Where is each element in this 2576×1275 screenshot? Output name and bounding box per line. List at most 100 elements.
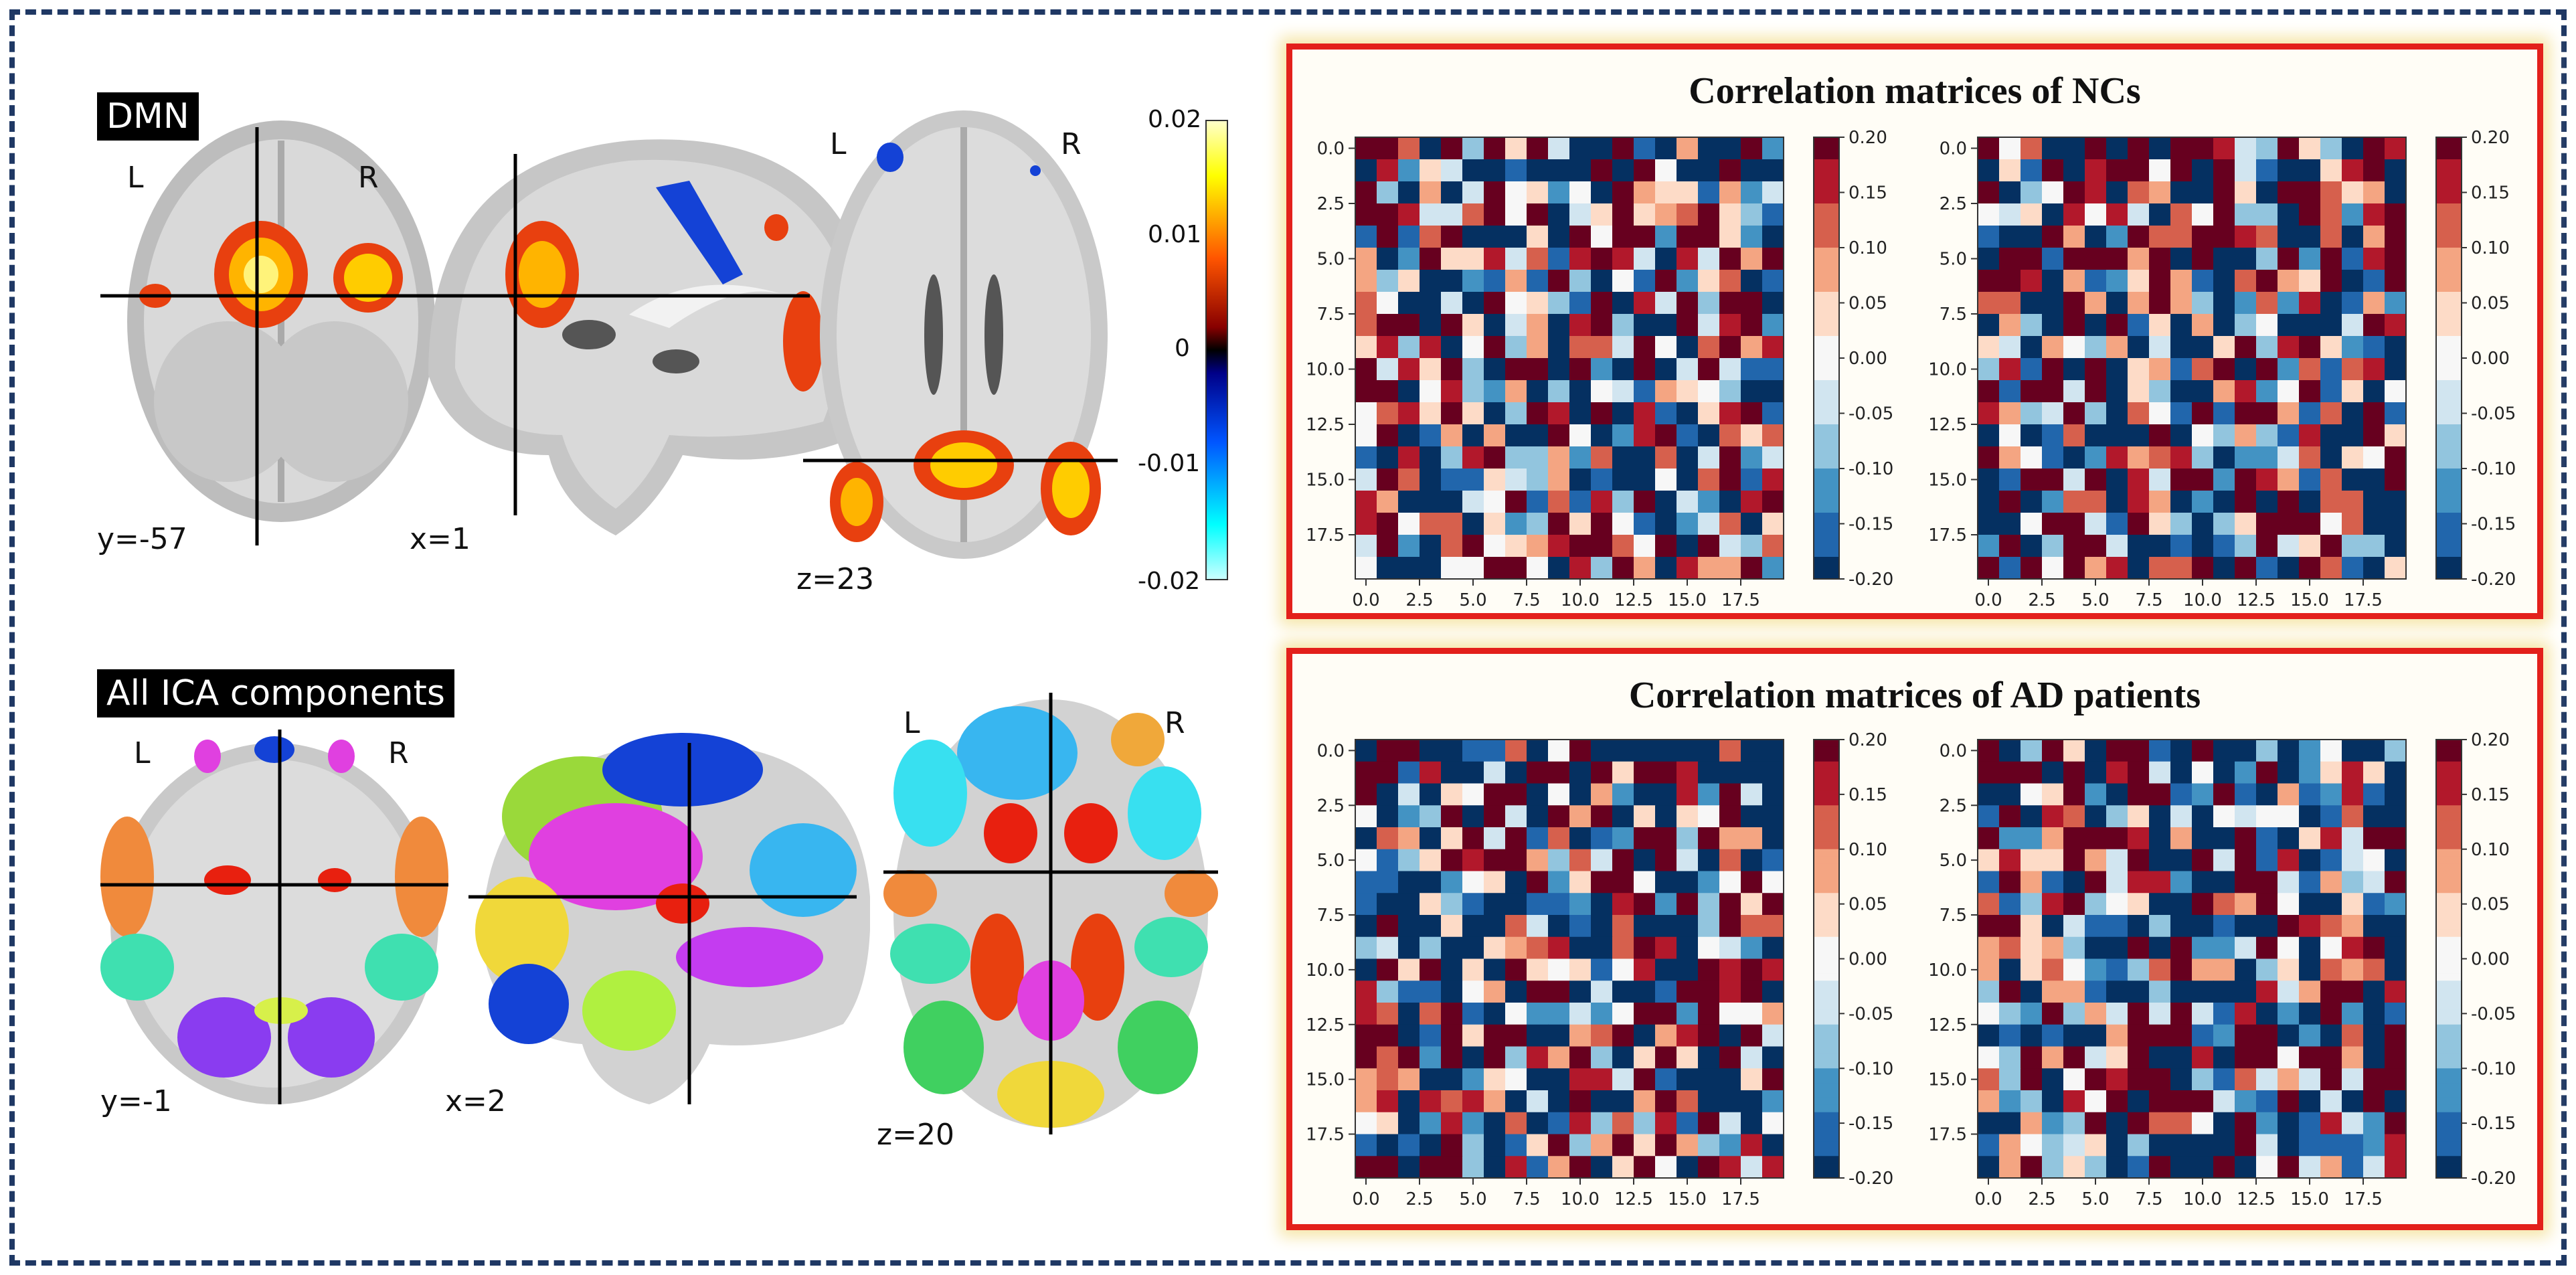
heatmap-cell: [1634, 1156, 1656, 1179]
heatmap-cell: [2213, 783, 2235, 806]
heatmap-cell: [1719, 402, 1741, 425]
heatmap-cell: [2256, 336, 2278, 359]
colorbar-step: [2436, 871, 2462, 879]
colorbar-step: [1814, 1104, 1839, 1113]
heatmap-cell: [2021, 402, 2043, 425]
heatmap-cell: [2192, 740, 2214, 762]
colorbar-step: [1814, 834, 1839, 843]
heatmap-cell: [1591, 981, 1613, 1003]
heatmap-cell: [1527, 424, 1549, 447]
heatmap-cell: [2363, 137, 2385, 160]
heatmap-cell: [2042, 137, 2064, 160]
dmn-axial-slice: [803, 110, 1118, 559]
heatmap-cell: [2235, 159, 2257, 182]
heatmap-cell: [1741, 336, 1763, 359]
colorbar-step: [2436, 557, 2462, 565]
colorbar-step: [2436, 424, 2462, 432]
heatmap-cell: [2170, 557, 2193, 580]
heatmap-cell: [2021, 1024, 2043, 1047]
heatmap-cell: [1719, 915, 1741, 938]
colorbar-step: [2436, 351, 2462, 359]
heatmap-cell: [2278, 248, 2300, 270]
heatmap-cell: [1634, 761, 1656, 784]
heatmap-cell: [1634, 402, 1656, 425]
colorbar-tick-label: 0.05: [1849, 895, 1887, 915]
heatmap-cell: [1484, 1112, 1506, 1135]
colorbar-step: [2436, 966, 2462, 974]
colorbar-step: [1814, 885, 1839, 894]
colorbar-step: [1814, 1031, 1839, 1040]
heatmap-cell: [2256, 424, 2278, 447]
heatmap-cell: [2256, 358, 2278, 381]
heatmap-cell: [2170, 491, 2193, 513]
heatmap-cell: [2128, 849, 2150, 872]
heatmap-cell: [2342, 915, 2364, 938]
heatmap-cell: [1377, 491, 1399, 513]
x-tick-label: 2.5: [2028, 590, 2055, 610]
heatmap-cell: [1612, 446, 1634, 469]
heatmap-cell: [1612, 1024, 1634, 1047]
heatmap-cell: [1377, 203, 1399, 226]
heatmap-cell: [2149, 1134, 2171, 1157]
x-tick-label: 10.0: [2183, 1189, 2222, 1209]
heatmap-cell: [2021, 203, 2043, 226]
heatmap-cell: [1591, 1112, 1613, 1135]
colorbar-step: [2436, 284, 2462, 292]
colorbar-step: [2436, 410, 2462, 418]
heatmap-cell: [2170, 1090, 2193, 1113]
heatmap-cell: [1978, 402, 2000, 425]
heatmap-cell: [1398, 380, 1420, 403]
heatmap-cell: [1377, 1156, 1399, 1179]
colorbar-step: [1814, 783, 1839, 792]
heatmap-cell: [2042, 1046, 2064, 1069]
heatmap-cell: [2063, 1003, 2085, 1025]
heatmap-cell: [1655, 446, 1677, 469]
heatmap-cell: [2385, 491, 2407, 513]
heatmap-cell: [2128, 958, 2150, 981]
heatmap-cell: [2063, 871, 2085, 894]
heatmap-cell: [1978, 805, 2000, 828]
heatmap-cell: [2342, 805, 2364, 828]
colorbar-step: [1814, 365, 1839, 373]
heatmap-cell: [2085, 270, 2107, 292]
colorbar-tick-label: -0.20: [1849, 1169, 1893, 1189]
colorbar-step: [1814, 307, 1839, 315]
heatmap-cell: [1999, 513, 2021, 535]
colorbar-tick-label: -0.05: [2471, 1004, 2516, 1024]
heatmap-cell: [1612, 1090, 1634, 1113]
heatmap-cell: [2042, 203, 2064, 226]
heatmap-cell: [2299, 557, 2321, 580]
heatmap-cell: [1355, 761, 1377, 784]
colorbar-step: [1814, 805, 1839, 813]
heatmap-cell: [1462, 1024, 1484, 1047]
heatmap-cell: [1377, 981, 1399, 1003]
heatmap-cell: [1462, 958, 1484, 981]
heatmap-cell: [1398, 915, 1420, 938]
heatmap-cell: [2170, 1068, 2193, 1091]
heatmap-cell: [2170, 513, 2193, 535]
heatmap-cell: [1420, 1156, 1442, 1179]
heatmap-cell: [2149, 1090, 2171, 1113]
heatmap-cell: [1698, 936, 1720, 960]
heatmap-cell: [2085, 783, 2107, 806]
colorbar-tick-label: 0.00: [2471, 349, 2510, 369]
heatmap-cell: [2085, 1068, 2107, 1091]
heatmap-cell: [1655, 1068, 1677, 1091]
heatmap-border: [1355, 739, 1784, 1179]
heatmap-cell: [1441, 783, 1463, 806]
colorbar-tick-label: -0.10: [2471, 1059, 2516, 1079]
heatmap-cell: [1484, 402, 1506, 425]
colorbar-step: [2436, 211, 2462, 219]
heatmap-cell: [1505, 292, 1527, 315]
heatmap-cell: [2235, 469, 2257, 491]
heatmap-cell: [2063, 270, 2085, 292]
colorbar-step: [2436, 746, 2462, 755]
heatmap-cell: [2213, 137, 2235, 160]
heatmap-cell: [1484, 469, 1506, 491]
heatmap-cell: [1484, 1046, 1506, 1069]
heatmap-cell: [2299, 1112, 2321, 1135]
heatmap-cell: [1591, 1003, 1613, 1025]
heatmap-cell: [2235, 314, 2257, 337]
heatmap-cell: [1698, 740, 1720, 762]
heatmap-cell: [1978, 1156, 2000, 1179]
